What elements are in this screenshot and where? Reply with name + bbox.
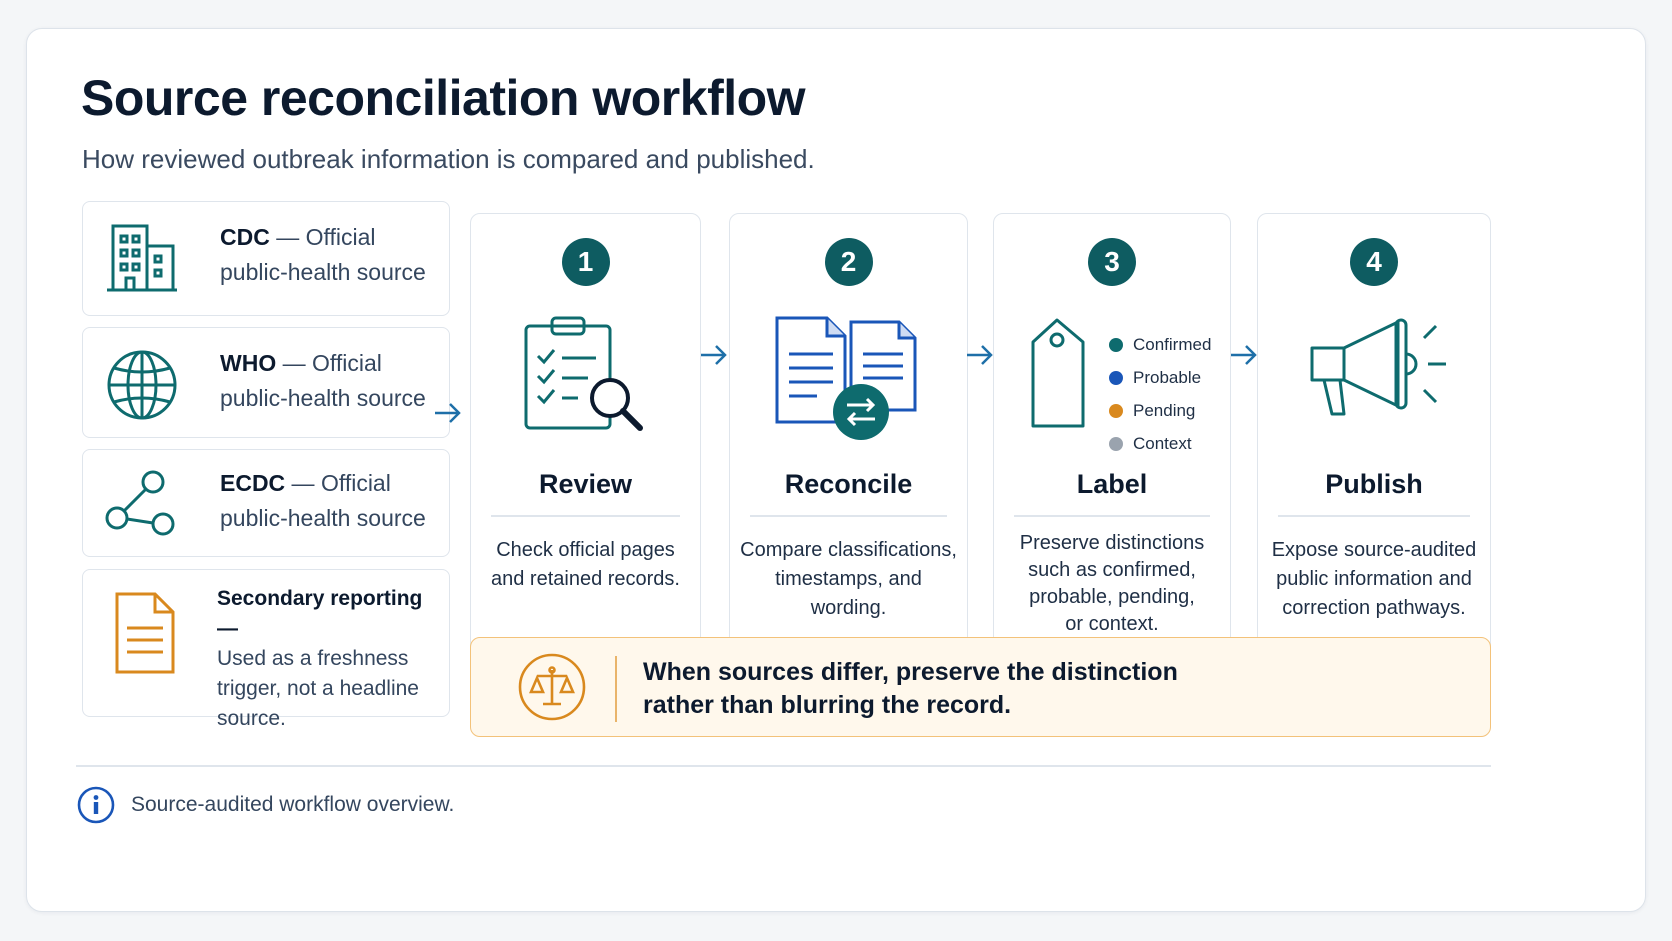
document-icon	[115, 592, 175, 674]
step-title: Reconcile	[784, 469, 913, 499]
step-publish: 4 Publish Expose source-audited public i…	[1257, 213, 1491, 665]
step-number: 4	[1350, 238, 1398, 286]
divider	[1014, 515, 1210, 517]
building-icon	[107, 224, 177, 292]
step-title: Review	[538, 469, 633, 499]
source-name: Secondary reporting —	[217, 587, 423, 640]
status-legend: Confirmed Probable Pending Context	[1109, 328, 1211, 460]
footer-divider	[76, 765, 1491, 767]
note-text: When sources differ, preserve the distin…	[643, 658, 1178, 719]
note-callout: When sources differ, preserve the distin…	[470, 637, 1491, 737]
step-number: 3	[1088, 238, 1136, 286]
arrow-right-icon	[701, 345, 727, 365]
legend-item: Probable	[1109, 361, 1211, 394]
step-number: 2	[824, 238, 873, 286]
source-detail: public-health source	[220, 259, 426, 285]
source-detail: public-health source	[220, 505, 426, 531]
probable-dot	[1109, 370, 1123, 385]
source-name: CDC	[220, 224, 270, 250]
tag-icon	[1031, 318, 1085, 428]
step-reconcile: 2 Reconcile Compar	[729, 213, 968, 665]
source-name: ECDC	[220, 470, 286, 496]
step-title: Label	[1076, 469, 1148, 499]
step-description: Compare classifications, timestamps, and…	[740, 539, 957, 619]
workflow-card: Source reconciliation workflow How revie…	[26, 28, 1646, 912]
step-label: 3 Confirmed Probable Pending Context Lab…	[993, 213, 1231, 665]
legend-item: Confirmed	[1109, 328, 1211, 361]
divider	[1278, 515, 1470, 517]
network-icon	[105, 470, 175, 536]
step-description: Check official pages and retained record…	[490, 539, 680, 590]
legend-item: Pending	[1109, 394, 1211, 427]
source-secondary: Secondary reporting — Used as a freshnes…	[82, 569, 450, 730]
source-ecdc: ECDC — Official public-health source	[82, 449, 450, 557]
scales-icon	[518, 653, 586, 721]
arrow-right-icon	[435, 403, 461, 423]
globe-icon	[107, 350, 177, 420]
megaphone-icon	[1310, 318, 1446, 416]
step-title: Publish	[1325, 469, 1423, 499]
step-review: 1 Review Check official pages and retain…	[470, 213, 701, 665]
arrow-right-icon	[1231, 345, 1257, 365]
clipboard-search-icon	[524, 316, 643, 431]
divider	[615, 656, 617, 722]
documents-swap-icon	[775, 316, 916, 440]
step-description: Preserve distinctions such as confirmed,…	[1019, 532, 1205, 635]
footer-text: Source-audited workflow overview.	[131, 793, 455, 816]
divider	[491, 515, 680, 517]
context-dot	[1109, 436, 1123, 451]
source-who: WHO — Official public-health source	[82, 327, 450, 438]
page-title: Source reconciliation workflow	[81, 70, 806, 126]
pending-dot	[1109, 403, 1123, 418]
confirmed-dot	[1109, 337, 1123, 352]
step-number: 1	[561, 238, 610, 286]
divider	[750, 515, 947, 517]
source-cdc: CDC — Official public-health source	[82, 201, 450, 316]
step-description: Expose source-audited public information…	[1271, 539, 1477, 619]
page-subtitle: How reviewed outbreak information is com…	[82, 144, 815, 174]
info-icon	[77, 786, 115, 824]
legend-item: Context	[1109, 427, 1211, 460]
source-name: WHO	[220, 350, 277, 376]
arrow-right-icon	[967, 345, 993, 365]
source-detail: public-health source	[220, 385, 426, 411]
